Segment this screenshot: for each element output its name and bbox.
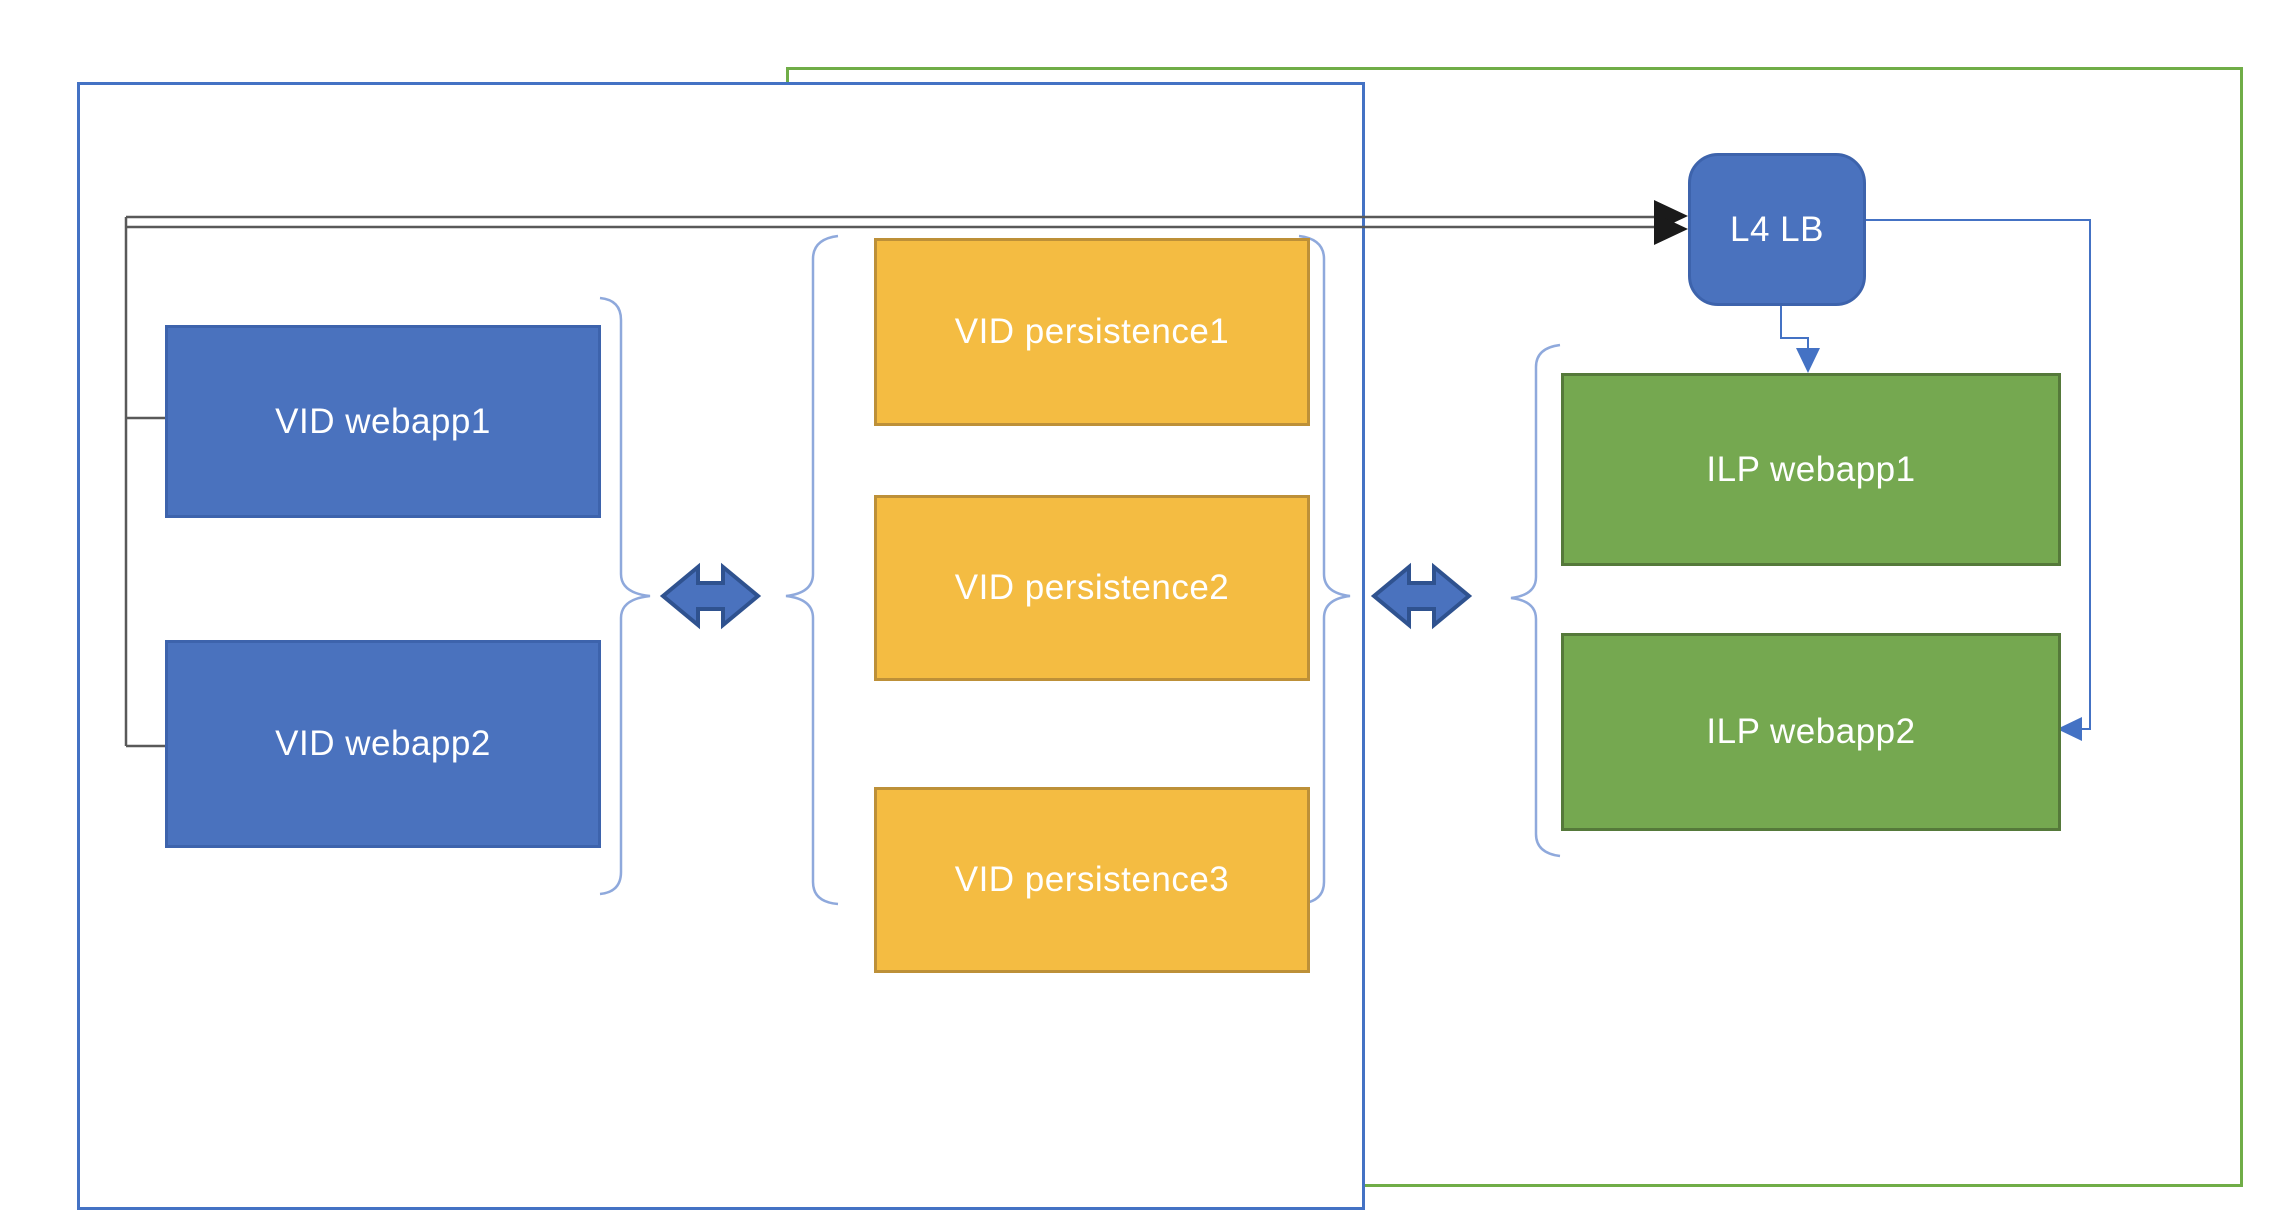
- node-vid-persistence3-label: VID persistence3: [954, 860, 1230, 899]
- node-ilp-webapp1: ILP webapp1: [1561, 373, 2061, 566]
- node-l4-lb: L4 LB: [1688, 153, 1866, 306]
- vid-webapp-group-brace: [599, 296, 651, 896]
- node-ilp-webapp2-label: ILP webapp2: [1706, 712, 1916, 751]
- node-vid-webapp1: VID webapp1: [165, 325, 601, 518]
- node-vid-persistence1-label: VID persistence1: [954, 312, 1230, 351]
- node-vid-persistence3: VID persistence3: [874, 787, 1310, 973]
- node-vid-webapp2: VID webapp2: [165, 640, 601, 848]
- arrowhead-into-ilp-webapp2-icon: [2057, 717, 2082, 741]
- node-l4-lb-label: L4 LB: [1730, 209, 1824, 249]
- node-vid-webapp1-label: VID webapp1: [275, 401, 491, 441]
- vid-persistence-group-right-brace: [1298, 234, 1351, 906]
- arrowhead-into-ilp-webapp1-icon: [1796, 348, 1820, 373]
- vid-persistence-group-left-brace: [785, 234, 839, 906]
- node-vid-persistence2: VID persistence2: [874, 495, 1310, 681]
- node-vid-persistence1: VID persistence1: [874, 238, 1310, 426]
- node-ilp-webapp1-label: ILP webapp1: [1706, 449, 1916, 489]
- node-vid-persistence2-label: VID persistence2: [954, 568, 1230, 607]
- arrowhead-into-l4lb-2-icon: [1654, 213, 1688, 245]
- l4lb-to-ilp-webapp2-connector: [1860, 219, 2091, 730]
- ilp-webapp-group-brace: [1510, 343, 1561, 858]
- node-ilp-webapp2: ILP webapp2: [1561, 633, 2061, 831]
- node-vid-webapp2-label: VID webapp2: [275, 724, 491, 763]
- l4lb-to-ilp-webapp1-connector: [1780, 300, 1809, 354]
- persistence-ilp-sync-arrow-icon: [1370, 562, 1473, 630]
- vid-webapp-persistence-sync-arrow-icon: [659, 562, 762, 630]
